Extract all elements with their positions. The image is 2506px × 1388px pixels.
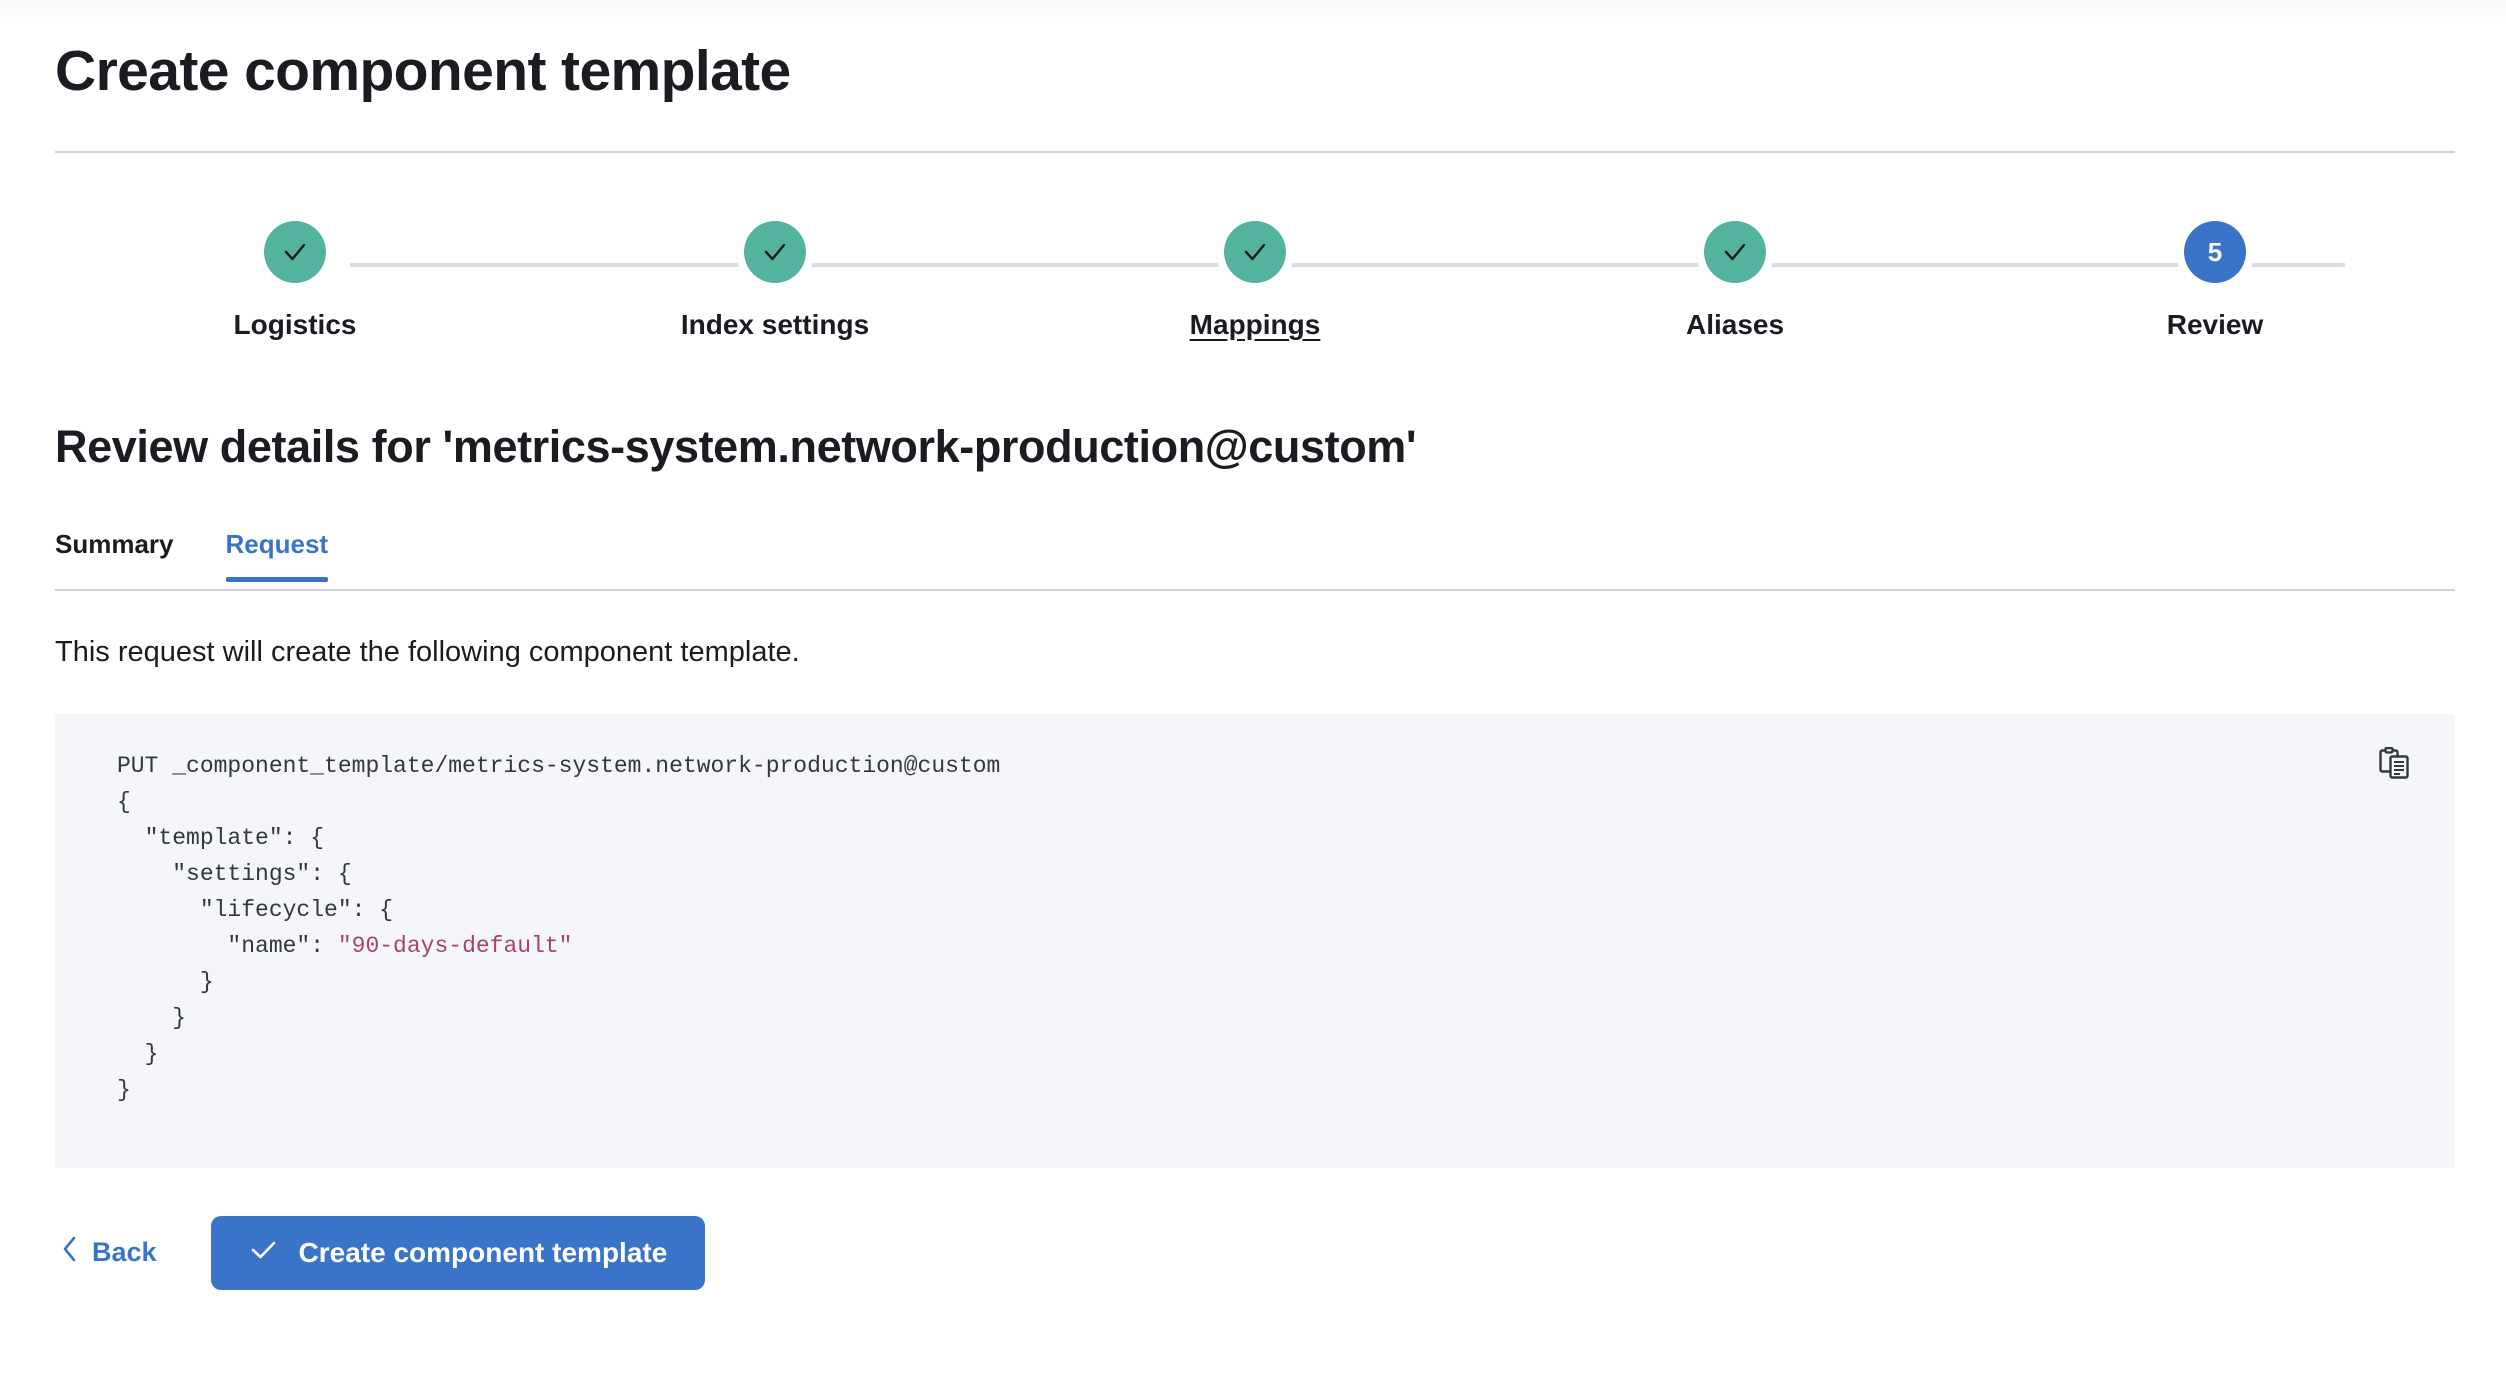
tab-summary[interactable]: Summary: [55, 523, 174, 582]
check-icon: [1720, 240, 1750, 264]
back-button-label: Back: [92, 1237, 157, 1268]
step-indicator-1: [264, 220, 326, 283]
copy-clipboard-icon[interactable]: [2371, 740, 2417, 786]
step-indicator-4: [1704, 220, 1766, 283]
review-tabs: Summary Request: [55, 523, 2455, 591]
tab-request[interactable]: Request: [225, 523, 328, 582]
content-container: Create component template Logistics Index…: [55, 0, 2455, 1290]
check-icon: [760, 240, 790, 264]
review-heading: Review details for 'metrics-system.netwo…: [55, 420, 1417, 472]
request-code-panel: PUT _component_template/metrics-system.n…: [55, 713, 2455, 1168]
tabs-divider: [55, 588, 2455, 591]
stepper-step-label[interactable]: Aliases: [1685, 308, 1785, 340]
check-icon: [280, 240, 310, 264]
stepper-track: [350, 262, 2345, 267]
check-icon: [1240, 240, 1270, 264]
chevron-left-icon: [61, 1235, 78, 1270]
step-indicator-5: 5: [2184, 220, 2246, 283]
step-number: 5: [2207, 236, 2223, 267]
title-divider: [55, 150, 2455, 153]
page-title: Create component template: [55, 39, 791, 103]
request-code-text: PUT _component_template/metrics-system.n…: [117, 752, 1001, 1103]
step-indicator-2: [744, 220, 806, 283]
stepper-step-label[interactable]: Mappings: [1189, 308, 1321, 340]
back-button[interactable]: Back: [55, 1225, 163, 1280]
check-icon: [249, 1237, 279, 1269]
step-indicator-3: [1224, 220, 1286, 283]
create-component-template-button[interactable]: Create component template: [210, 1215, 706, 1290]
stepper-step-label[interactable]: Index settings: [680, 308, 870, 340]
stepper-step-label[interactable]: Review: [2166, 308, 2264, 340]
stepper-step-label[interactable]: Logistics: [233, 308, 357, 340]
request-description: This request will create the following c…: [55, 635, 800, 668]
tab-strip: Summary Request: [55, 523, 2455, 582]
create-component-template-label: Create component template: [298, 1236, 668, 1268]
wizard-footer: Back Create component template: [55, 1215, 2455, 1290]
